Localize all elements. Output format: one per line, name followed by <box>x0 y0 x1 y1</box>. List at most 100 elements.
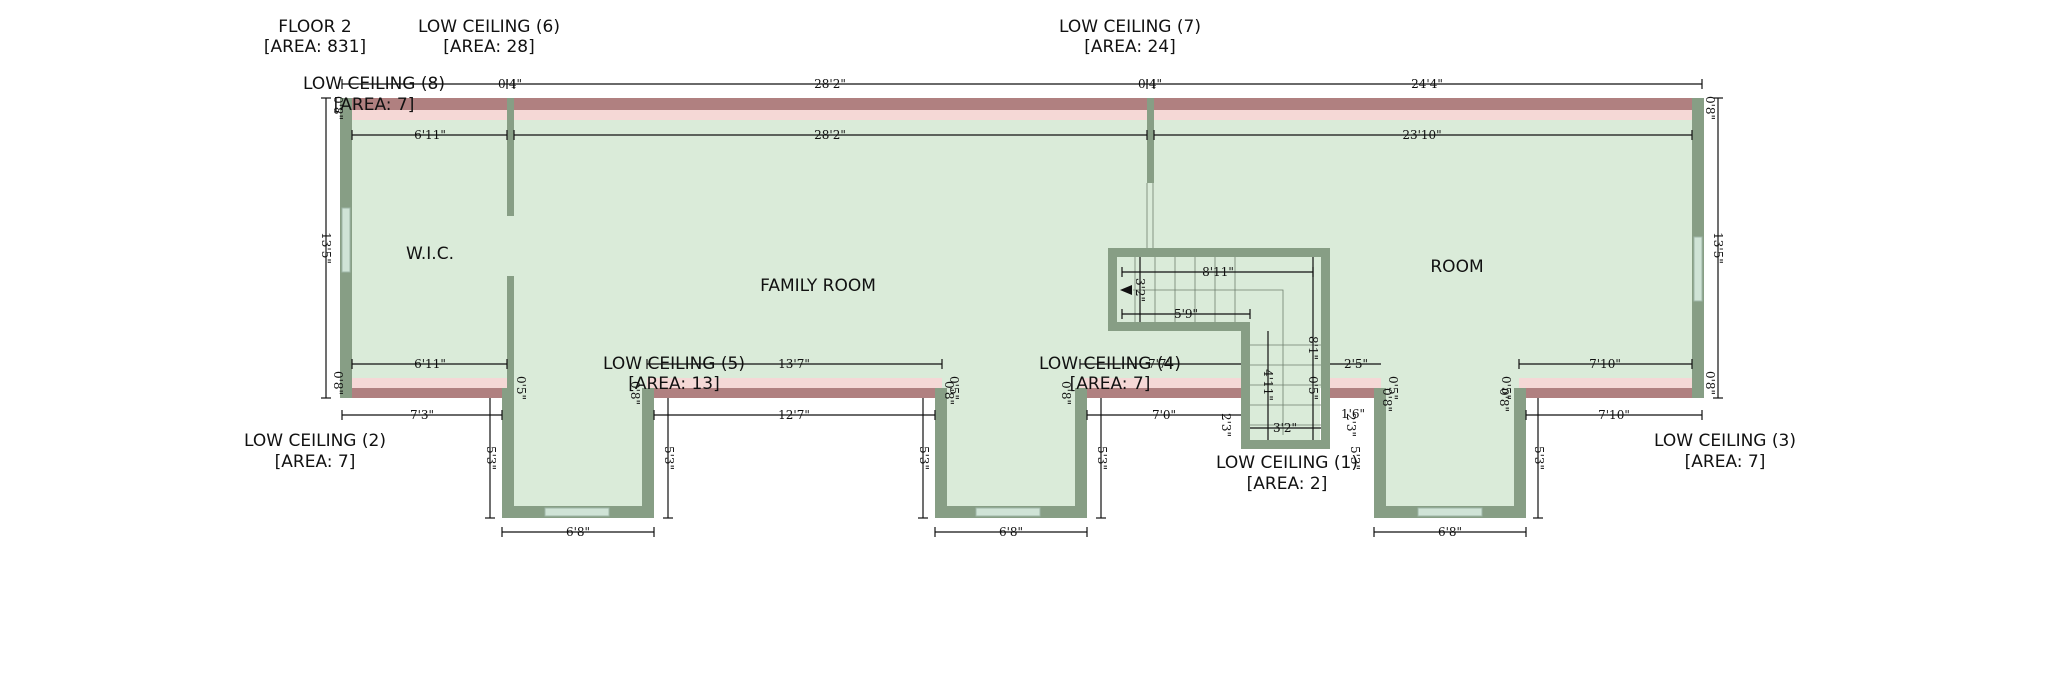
dim-bay-5-3-d: 5'3" <box>1095 446 1109 470</box>
low-ceiling-7-area: [AREA: 24] <box>1084 37 1176 57</box>
stair-wall-mid <box>1108 322 1250 331</box>
low-ceiling-5-light <box>647 378 942 388</box>
stair-wall-inner <box>1241 322 1250 448</box>
stair-path <box>1133 289 1284 435</box>
dim-small-0-8-e: 0'8" <box>628 381 642 405</box>
bay1-wall-right <box>642 388 654 516</box>
dim-inner-28-2: 28'2" <box>814 128 846 142</box>
bay2-wall-left <box>935 388 947 516</box>
low-ceiling-1-name: LOW CEILING (1) <box>1216 453 1358 473</box>
dim-inner-7-10: 7'10" <box>1589 357 1621 371</box>
bay-floor-3 <box>1381 388 1519 510</box>
dim-stair-3-2-h: 3'2" <box>1273 421 1297 435</box>
low-ceiling-2-dark <box>347 388 509 398</box>
windows <box>341 207 1703 517</box>
staircase <box>1120 183 1321 435</box>
dim-bay-5-3-a: 5'3" <box>484 446 498 470</box>
stair-treads <box>1134 257 1321 426</box>
dim-small-0-5-c: 0'5" <box>1306 376 1320 400</box>
low-ceiling-3-light <box>1519 378 1697 388</box>
dim-small-0-8-g: 0'8" <box>1059 381 1073 405</box>
low-ceiling-8-area: [AREA: 7] <box>334 95 415 115</box>
low-ceiling-5-dark <box>647 388 942 398</box>
dim-inner-2-5: 2'5" <box>1344 357 1368 371</box>
low-ceiling-1-light <box>1330 378 1381 388</box>
room-label-wic: W.I.C. <box>406 244 454 264</box>
wall-wic-lower <box>507 276 514 388</box>
dim-small-0-5-b: 0'5" <box>947 376 961 400</box>
dim-small-0-8-i: 0'8" <box>1497 388 1511 412</box>
dim-stair-2-3-b: 2'3" <box>1344 413 1358 437</box>
low-ceiling-3-name: LOW CEILING (3) <box>1654 431 1796 451</box>
dim-stair-4-11: 4'11" <box>1261 369 1275 401</box>
low-ceiling-4-name: LOW CEILING (4) <box>1039 354 1181 374</box>
bay2-wall-right <box>1075 388 1087 516</box>
stair-wall-top <box>1108 248 1330 257</box>
dim-top-0-4-a: 0'4" <box>498 77 522 91</box>
dim-inner-6-11-bot: 6'11" <box>414 357 446 371</box>
low-ceiling-2-name: LOW CEILING (2) <box>244 431 386 451</box>
dim-stair-1-6: 1'6" <box>1341 407 1365 421</box>
dim-small-0-5-e: 0'5" <box>1499 376 1513 400</box>
dim-inner-7-7: 7'7" <box>1148 357 1172 371</box>
low-ceiling-3-dark <box>1519 388 1697 398</box>
dim-bay-5-3-c: 5'3" <box>917 446 931 470</box>
dim-small-0-5-a: 0'5" <box>514 376 528 400</box>
stair-wall-left <box>1108 248 1117 328</box>
dim-stair-3-2-v: 3'2" <box>1133 278 1147 302</box>
bay3-wall-left <box>1374 388 1386 516</box>
dim-bay-5-3-e: 5'3" <box>1532 446 1546 470</box>
dim-small-0-8-d: 0'8" <box>1703 371 1717 395</box>
floor-area <box>347 98 1697 510</box>
stair-wall-right <box>1321 248 1330 448</box>
dim-small-0-8-h: 0'8" <box>1380 388 1394 412</box>
dim-stair-5-3: 5'3" <box>1348 446 1362 470</box>
dim-stair-8-1: 8'1" <box>1306 336 1320 360</box>
dim-inner-23-10: 23'10" <box>1402 128 1441 142</box>
low-ceiling-3-area: [AREA: 7] <box>1685 452 1766 472</box>
dim-bottom-7-3: 7'3" <box>410 408 434 422</box>
bay3-wall-right <box>1514 388 1526 516</box>
dim-stair-2-3: 2'3" <box>1219 413 1233 437</box>
low-ceiling-4-dark <box>1080 388 1248 398</box>
low-ceiling-6-area: [AREA: 28] <box>443 37 535 57</box>
dim-bay-6-8-a: 6'8" <box>566 525 590 539</box>
dim-top-28-2: 28'2" <box>814 77 846 91</box>
window-bay-1 <box>544 507 610 517</box>
low-ceiling-5-area: [AREA: 13] <box>628 374 720 394</box>
low-ceiling-1-dark <box>1330 388 1381 398</box>
dimension-texts: 0'4" 28'2" 0'4" 24'4" 6'11" 28'2" 23'10"… <box>319 77 1725 539</box>
window-right <box>1693 236 1703 302</box>
dim-right-13-5: 13'5" <box>1711 232 1725 264</box>
low-ceiling-top-dark <box>347 98 1697 110</box>
dim-bay-6-8-c: 6'8" <box>1438 525 1462 539</box>
low-ceiling-7-name: LOW CEILING (7) <box>1059 17 1201 37</box>
bay1-wall-left <box>502 388 514 516</box>
low-ceiling-top-light <box>347 110 1697 120</box>
low-ceiling-4-light <box>1080 378 1248 388</box>
dimension-lines <box>321 79 1723 537</box>
room-label-room: ROOM <box>1430 257 1483 277</box>
dim-small-0-8-f: 0'8" <box>942 381 956 405</box>
bay-floor-2 <box>942 388 1080 510</box>
room-label-family: FAMILY ROOM <box>760 276 876 296</box>
wall-wic-upper <box>507 98 514 216</box>
dim-inner-13-7: 13'7" <box>778 357 810 371</box>
dim-top-0-4-b: 0'4" <box>1138 77 1162 91</box>
window-left <box>341 207 351 273</box>
dim-bay-6-8-b: 6'8" <box>999 525 1023 539</box>
window-bay-3 <box>1417 507 1483 517</box>
low-ceiling-5-name: LOW CEILING (5) <box>603 354 745 374</box>
low-ceiling-2-area: [AREA: 7] <box>275 452 356 472</box>
dim-bottom-7-10: 7'10" <box>1598 408 1630 422</box>
wall-room-partition <box>1147 98 1154 183</box>
dim-bottom-12-7: 12'7" <box>778 408 810 422</box>
dim-bottom-7-0: 7'0" <box>1152 408 1176 422</box>
dim-bay-5-3-b: 5'3" <box>662 446 676 470</box>
window-bay-2 <box>975 507 1041 517</box>
dim-inner-6-11-top: 6'11" <box>414 128 446 142</box>
low-ceiling-2-light <box>347 378 509 388</box>
main-floor <box>347 98 1697 388</box>
low-ceiling-1-area: [AREA: 2] <box>1247 474 1328 494</box>
